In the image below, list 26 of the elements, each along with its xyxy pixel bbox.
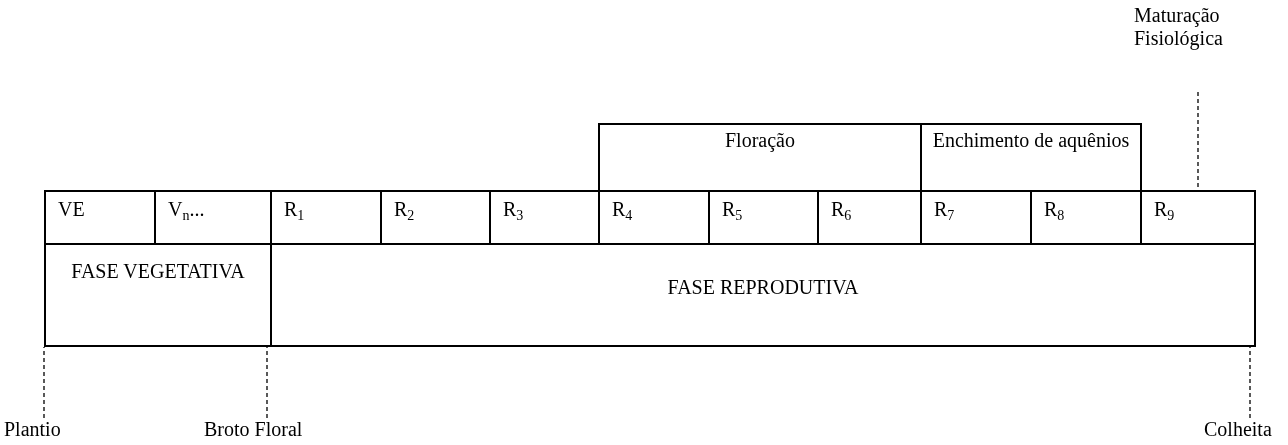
phase-label: FASE VEGETATIVA xyxy=(70,259,246,284)
milestone-label: Maturação Fisiológica xyxy=(1134,4,1224,50)
milestone-label: Colheita xyxy=(1204,418,1273,441)
stage-label: R$_{7}$ xyxy=(934,198,956,221)
stage-cell xyxy=(1140,190,1256,245)
phase-label: Enchimento de aquênios xyxy=(931,129,1131,152)
stage-label: R$_{6}$ xyxy=(831,198,853,221)
stage-label: R$_{9}$ xyxy=(1154,198,1176,221)
stage-cell xyxy=(44,190,156,245)
milestone-label: Plantio xyxy=(4,418,62,441)
stage-group-box xyxy=(598,123,922,192)
phase-label: Floração xyxy=(724,129,796,152)
stage-group-box xyxy=(920,123,1142,192)
stage-label: VE xyxy=(58,198,86,221)
leader-line xyxy=(43,346,45,419)
stage-label: R$_{8}$ xyxy=(1044,198,1066,221)
stage-label: V$_{n}$... xyxy=(168,198,206,221)
stage-label: R$_{4}$ xyxy=(612,198,634,221)
phase-box xyxy=(44,243,272,347)
stage-label: R$_{5}$ xyxy=(722,198,744,221)
phase-label: FASE REPRODUTIVA xyxy=(666,276,860,299)
stage-label: R$_{3}$ xyxy=(503,198,525,221)
stage-label: R$_{2}$ xyxy=(394,198,416,221)
stage-label: R$_{1}$ xyxy=(284,198,306,221)
phase-box xyxy=(270,243,1256,347)
milestone-label: Broto Floral xyxy=(204,418,304,441)
